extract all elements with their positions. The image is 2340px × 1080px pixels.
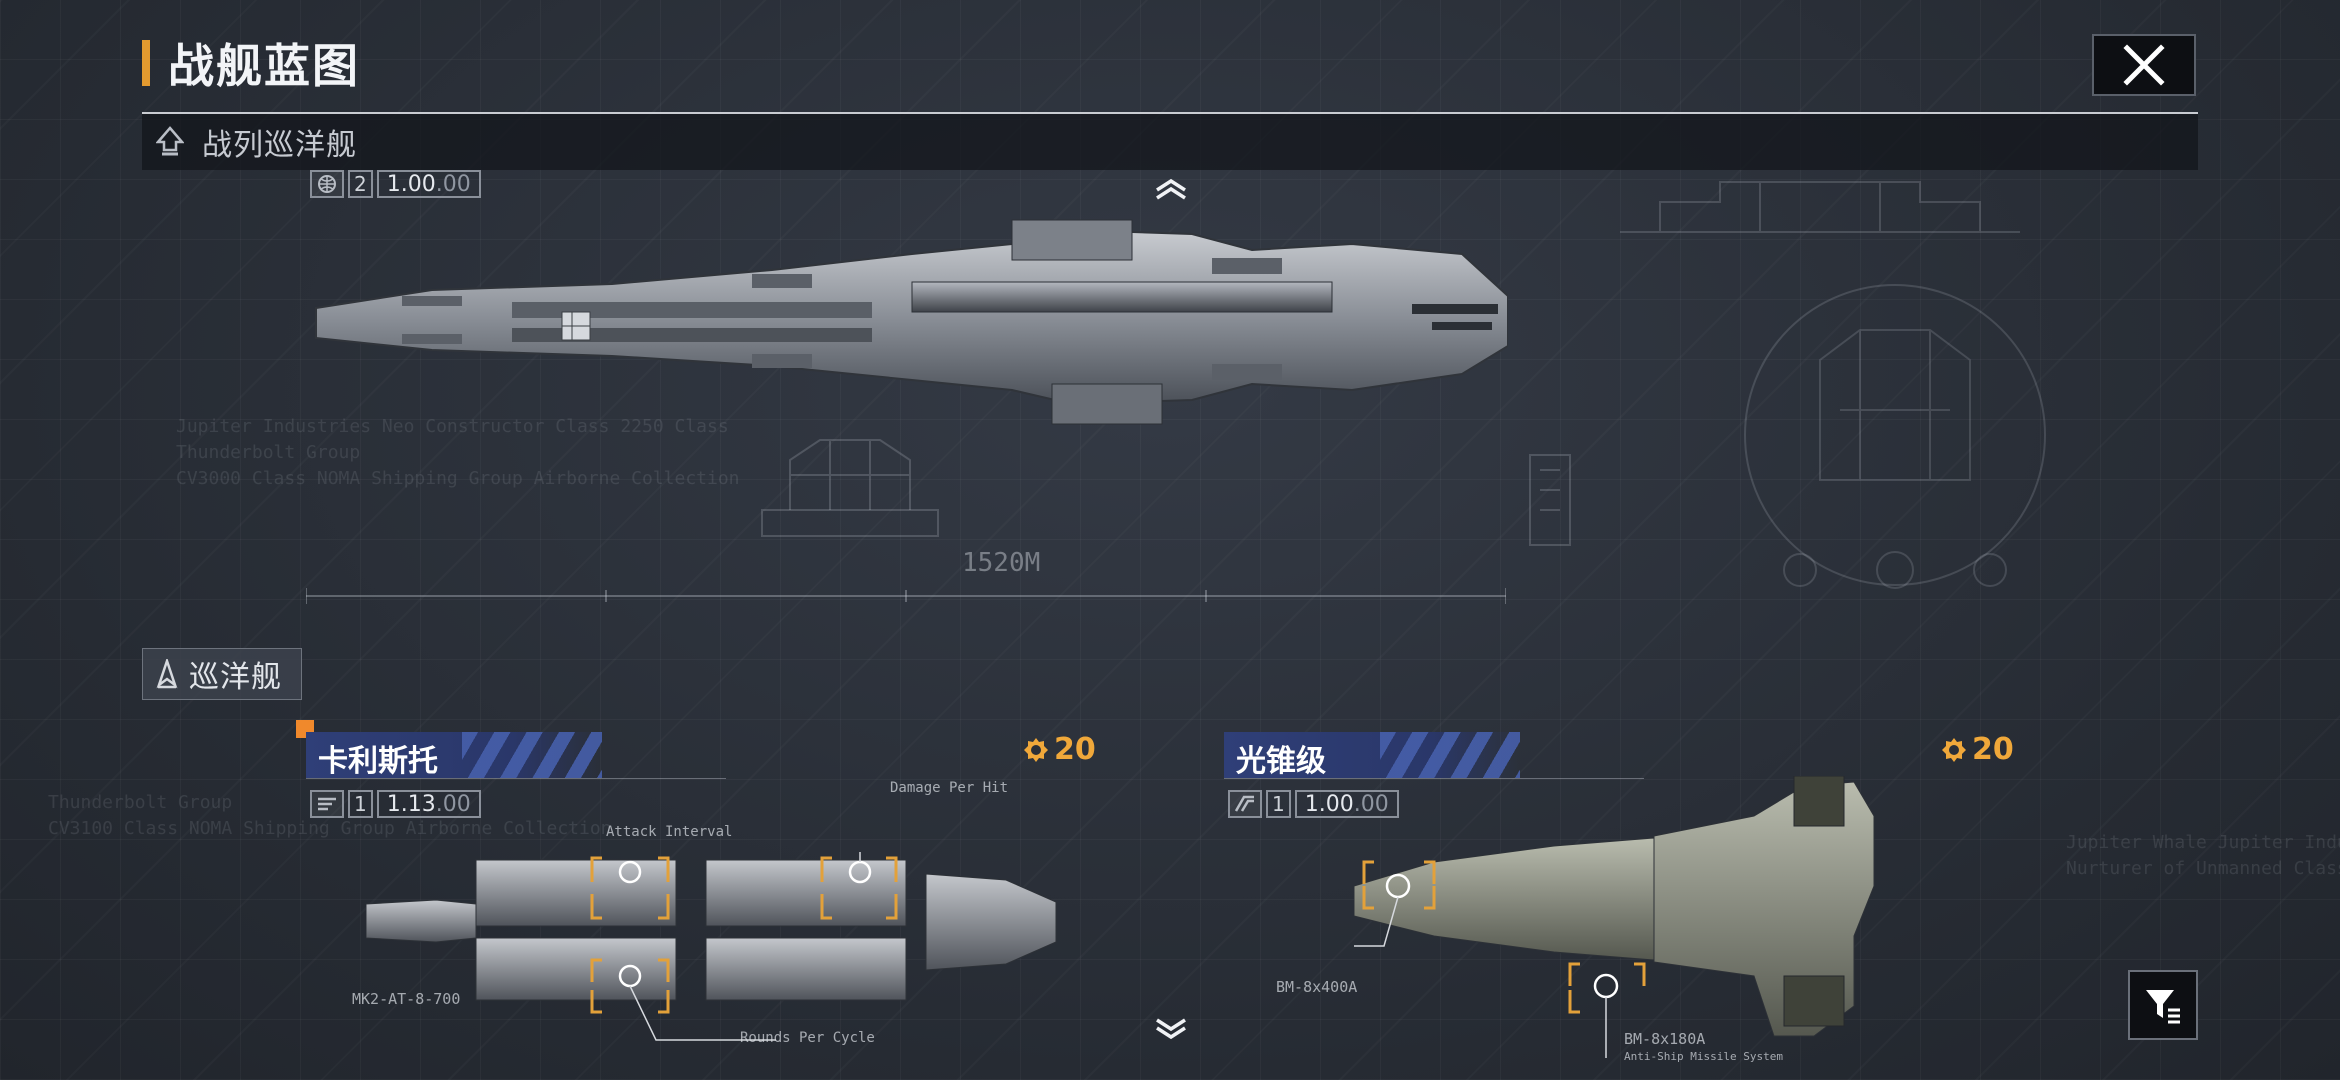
plate-count: 2: [348, 170, 373, 198]
ship-id-plate: 1 1.00.00: [1228, 788, 1399, 820]
plate-ratio: 1.00.00: [376, 170, 481, 198]
cost-value: 20: [1972, 732, 2014, 767]
callout-rounds-per-cycle: Rounds Per Cycle: [740, 1030, 875, 1046]
page-title-wrap: 战舰蓝图: [142, 38, 360, 93]
ratio-sub: .00: [1353, 791, 1389, 817]
ratio-sub: .00: [435, 171, 471, 197]
title-accent: [142, 40, 150, 86]
emblem-icon: [310, 790, 344, 818]
ratio-main: 1.00: [386, 171, 436, 197]
ship-card-lightcone[interactable]: 光锥级 20 1 1.00.00 BM-8x400A BM-8x180A Ant…: [1224, 732, 2014, 1072]
background-text: Jupiter Industries Neo Constructor Class…: [176, 416, 740, 489]
card-header: 光锥级: [1224, 732, 1520, 778]
section-label: 战列巡洋舰: [202, 128, 357, 163]
blueprint-diagram: [1744, 284, 2046, 589]
weapon-label: BM-8x180A: [1624, 1030, 1706, 1048]
filter-icon: [2146, 990, 2180, 1024]
ship-cost: 20: [1022, 732, 1096, 767]
callout-damage-per-hit: Damage Per Hit: [890, 780, 1009, 796]
ratio-main: 1.00: [1304, 791, 1354, 817]
section-bar-battlecruiser[interactable]: 战列巡洋舰: [142, 114, 2198, 170]
section-label: 巡洋舰: [189, 660, 282, 695]
page-title: 战舰蓝图: [168, 39, 360, 93]
ship-class-icon: [156, 126, 184, 156]
ship-class-icon: [156, 659, 178, 689]
card-divider: [306, 778, 726, 779]
plate-ratio: 1.00.00: [1294, 790, 1399, 818]
chevron-down-icon[interactable]: [1154, 1018, 1188, 1040]
ratio-sub: .00: [435, 791, 471, 817]
weapon-note: Anti-Ship Missile System: [1624, 1050, 1783, 1063]
ship-name: 光锥级: [1236, 744, 1326, 778]
chevron-up-icon[interactable]: [1154, 178, 1188, 200]
weapon-label: BM-8x400A: [1276, 978, 1358, 996]
header-divider: [142, 112, 2198, 114]
ship-id-plate: 2 1.00.00: [310, 168, 481, 200]
weapon-code: MK2-AT-8-700: [352, 990, 461, 1008]
filter-button[interactable]: [2128, 970, 2198, 1040]
ship-cost: 20: [1940, 732, 2014, 767]
blueprint-diagram: [1529, 454, 1571, 546]
blueprint-diagram: [1620, 181, 2020, 233]
battlecruiser-ship-image[interactable]: [312, 204, 1508, 444]
plate-ratio: 1.13.00: [376, 790, 481, 818]
cost-value: 20: [1054, 732, 1096, 767]
background-text: Jupiter Whale Jupiter IndustriesNurturer…: [2066, 832, 2340, 879]
callisto-ship-image: [366, 852, 1057, 1041]
lightcone-ship-image: [1354, 776, 1875, 1058]
ship-id-plate: 1 1.13.00: [310, 788, 481, 820]
ship-length-label: 1520M: [962, 548, 1041, 578]
section-tab-cruiser[interactable]: 巡洋舰: [142, 648, 302, 700]
plate-count: 1: [348, 790, 373, 818]
close-icon: [2123, 44, 2165, 86]
ship-length-ruler: [306, 588, 1506, 604]
callout-attack-interval: Attack Interval: [606, 824, 733, 840]
plate-count: 1: [1266, 790, 1291, 818]
card-divider: [1224, 778, 1644, 779]
emblem-icon: [1228, 790, 1262, 818]
cost-gear-icon: [1024, 737, 1048, 762]
ship-name: 卡利斯托: [318, 744, 438, 778]
ratio-main: 1.13: [386, 791, 436, 817]
close-button[interactable]: [2092, 34, 2196, 96]
ship-card-callisto[interactable]: 卡利斯托 20 1 1.13.00 Attack Inter: [306, 732, 1096, 1072]
globe-icon: [310, 170, 344, 198]
cost-gear-icon: [1942, 737, 1966, 762]
blueprint-diagram: [761, 439, 939, 537]
card-header: 卡利斯托: [306, 732, 602, 778]
